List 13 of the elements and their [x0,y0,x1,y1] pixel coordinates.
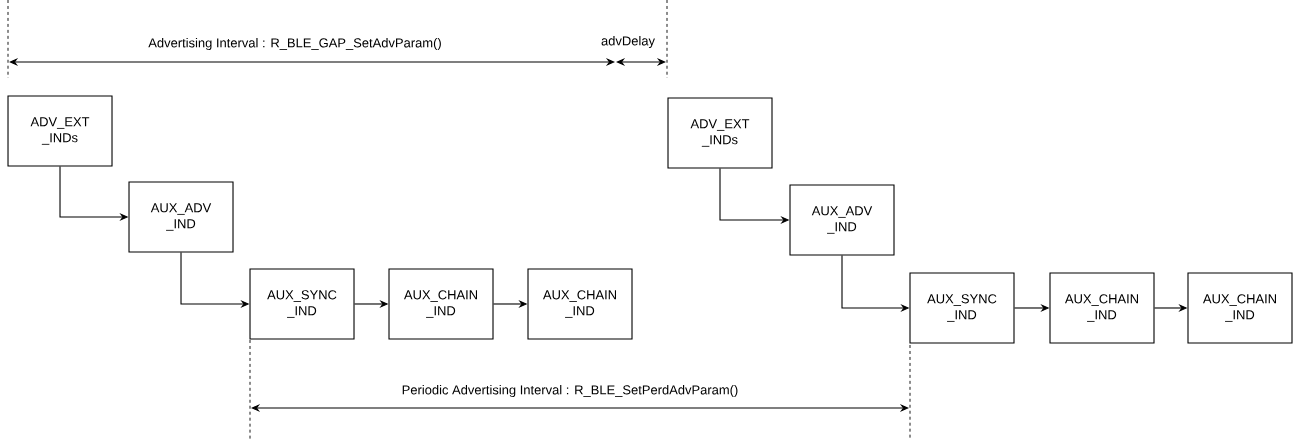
process-box: ADV_EXT _INDs [7,95,113,167]
process-box: AUX_CHAIN _IND [527,268,633,340]
process-box: AUX_SYNC _IND [249,268,355,340]
process-box: AUX_SYNC _IND [909,272,1015,344]
process-box: AUX_CHAIN _IND [1187,272,1293,344]
dimension-label: advDelay [601,35,655,49]
process-box: AUX_CHAIN _IND [388,268,494,340]
process-box: ADV_EXT _INDs [667,97,773,169]
dimension-label: Periodic Advertising Interval : R_BLE_SetPerdAdvParam() [402,384,738,398]
dimension-label: Advertising Interval : R_BLE_GAP_SetAdvParam() [148,37,441,51]
process-box: AUX_CHAIN _IND [1049,272,1155,344]
process-box: AUX_ADV _IND [789,184,895,256]
process-box: AUX_ADV _IND [128,181,234,253]
